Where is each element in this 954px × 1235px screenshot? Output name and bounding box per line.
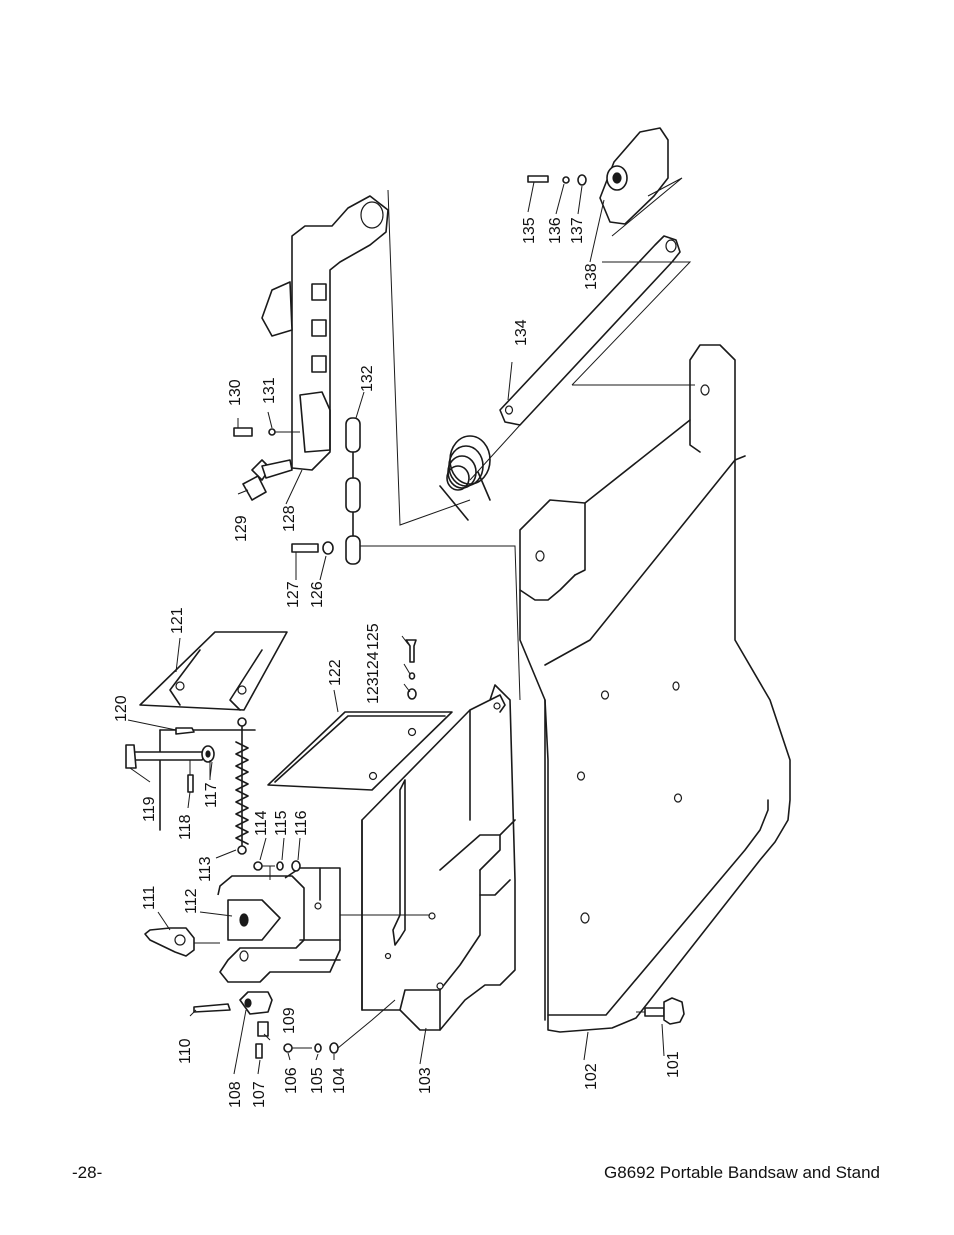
callout-137: 137: [569, 217, 586, 244]
callout-103: 103: [417, 1067, 434, 1094]
callout-130: 130: [227, 379, 244, 406]
callout-126: 126: [309, 581, 326, 608]
clamp-block-112: [217, 866, 430, 983]
screws-104-106: [283, 999, 396, 1054]
bolt-129: [242, 459, 293, 501]
callout-115: 115: [273, 810, 290, 836]
callout-134: 134: [513, 319, 530, 346]
chain-132: [345, 417, 521, 701]
rod-134: [469, 235, 695, 481]
callout-105: 105: [309, 1067, 326, 1094]
callout-116: 116: [293, 810, 310, 836]
callout-112: 112: [183, 888, 200, 914]
screws-114-116: [253, 860, 301, 872]
callout-117: 117: [203, 782, 220, 808]
torsion-spring: [439, 435, 491, 521]
callout-121: 121: [169, 607, 186, 634]
callout-138: 138: [583, 263, 600, 290]
callout-136: 136: [547, 217, 564, 244]
callout-119: 119: [141, 796, 158, 822]
callout-123: 123: [365, 677, 382, 704]
callout-101: 101: [665, 1051, 682, 1078]
document-title: G8692 Portable Bandsaw and Stand: [604, 1163, 880, 1182]
callout-120: 120: [113, 695, 130, 722]
callout-127: 127: [285, 581, 302, 608]
leader-lines: [127, 181, 665, 1075]
callout-131: 131: [261, 377, 278, 404]
callout-129: 129: [233, 515, 250, 542]
callouts: 101 102 103 104 105 106 107 108 109 110 …: [113, 217, 682, 1108]
screws-130-131: [233, 427, 300, 437]
plate-121: [139, 631, 288, 711]
callout-106: 106: [283, 1067, 300, 1094]
callout-107: 107: [251, 1081, 268, 1108]
screws-126-127: [291, 541, 334, 555]
callout-109: 109: [281, 1007, 298, 1034]
callout-124: 124: [365, 651, 382, 678]
callout-132: 132: [359, 365, 376, 392]
spring-113: [235, 717, 249, 855]
plate-122: [267, 711, 453, 791]
callout-135: 135: [521, 217, 538, 244]
base-plate-102: [519, 344, 791, 1033]
callout-118: 118: [177, 814, 194, 840]
callout-114: 114: [253, 810, 270, 836]
callout-110: 110: [177, 1038, 194, 1064]
foot-101: [636, 997, 685, 1025]
callout-122: 122: [327, 659, 344, 686]
handle-111: [144, 927, 220, 957]
bracket-103: [361, 684, 516, 1031]
callout-108: 108: [227, 1081, 244, 1108]
bracket-138: [527, 127, 683, 237]
screws-123-125: [405, 639, 417, 700]
cam-108: [193, 991, 273, 1059]
callout-128: 128: [281, 505, 298, 532]
callout-125: 125: [365, 623, 382, 650]
arm-128: [261, 189, 471, 526]
page-number: -28-: [72, 1163, 103, 1182]
callout-111: 111: [141, 886, 158, 910]
callout-102: 102: [583, 1063, 600, 1090]
callout-113: 113: [197, 856, 214, 882]
callout-104: 104: [331, 1067, 348, 1094]
